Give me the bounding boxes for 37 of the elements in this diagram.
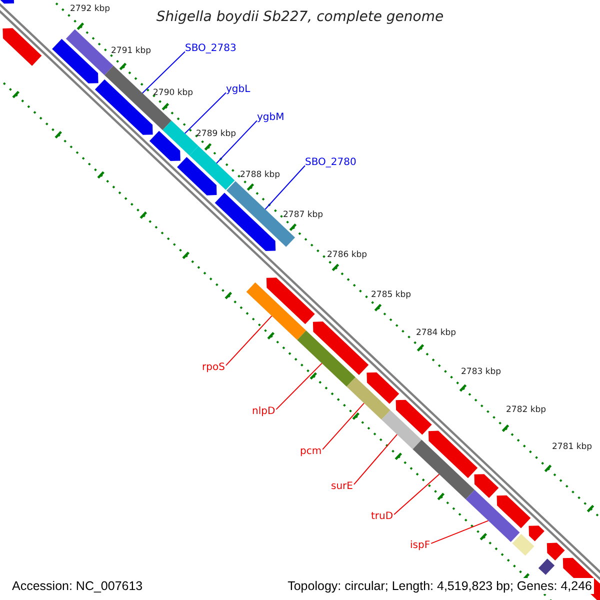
gene-label: surE	[331, 481, 353, 492]
gene-label: rpoS	[202, 362, 225, 374]
tick-label: 2791 kbp	[111, 47, 152, 57]
leader-line	[276, 362, 322, 410]
leader-line	[142, 51, 186, 94]
gene-label: pcm	[300, 446, 322, 458]
leader-line	[225, 315, 272, 366]
leader-line	[394, 474, 440, 515]
tick-label: 2789 kbp	[196, 130, 236, 140]
gene-label: ygbM	[257, 112, 284, 124]
tick-label: 2782 kbp	[506, 406, 546, 416]
gene-label: nlpD	[252, 406, 276, 418]
tick-label: 2783 kbp	[461, 368, 502, 378]
gene-label: SBO_2783	[185, 43, 236, 54]
tick-label: 2784 kbp	[416, 329, 456, 339]
leader-line	[353, 434, 398, 485]
tick-label: 2788 kbp	[240, 171, 280, 181]
leader-line	[216, 120, 258, 164]
tick-label: 2781 kbp	[552, 443, 592, 453]
tick-label: 2786 kbp	[327, 251, 368, 261]
leader-line	[264, 165, 306, 210]
tick-label: 2787 kbp	[283, 211, 324, 221]
leader-line	[430, 520, 489, 544]
gene-label: SBO_2780	[305, 157, 356, 168]
tick-label: 2792 kbp	[70, 5, 110, 15]
gene-label: ispF	[410, 540, 430, 552]
map-info-text: Topology: circular; Length: 4,519,823 bp; Genes: 4,246	[286, 578, 594, 594]
leader-line	[184, 92, 226, 134]
map-info-text: Accession: NC_007613	[10, 578, 145, 594]
tick-label: 2790 kbp	[153, 89, 194, 99]
leader-line	[322, 402, 365, 450]
gene-feature-bar	[346, 377, 390, 420]
title: Shigella boydii Sb227, complete genome	[156, 9, 444, 25]
gene-label: ygbL	[226, 84, 250, 96]
tick-label: 2785 kbp	[371, 291, 412, 301]
gene-label: truD	[371, 511, 394, 522]
gene-feature-bar	[189, 146, 235, 190]
